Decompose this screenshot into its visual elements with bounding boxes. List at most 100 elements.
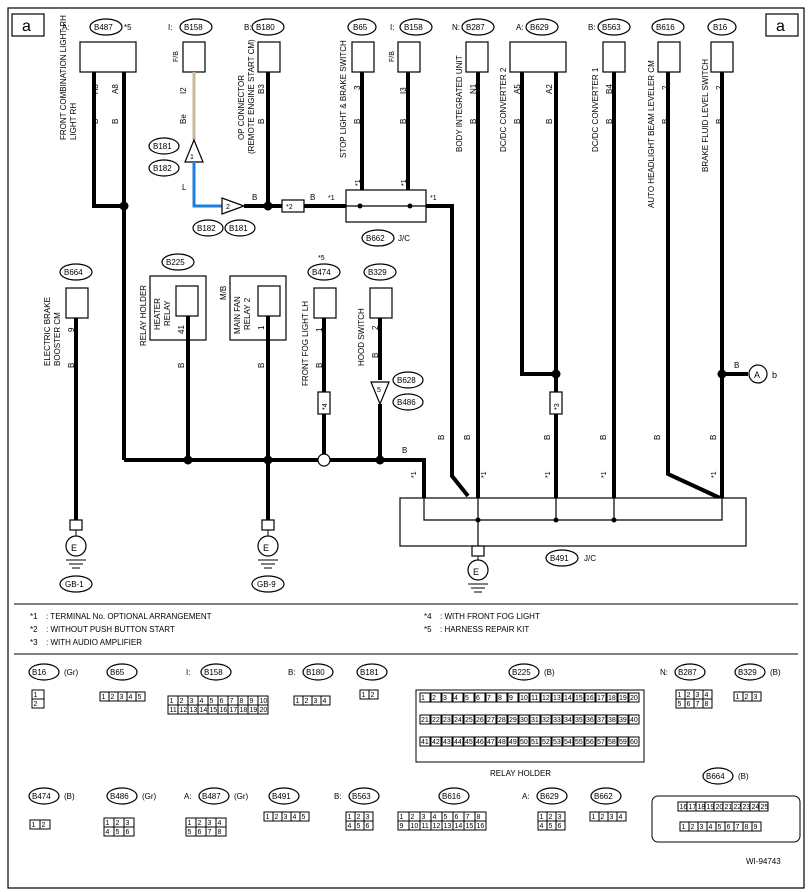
b487-tag[interactable]: [89, 18, 123, 36]
b182-tag-bottom[interactable]: [192, 219, 224, 237]
b628-id: B628: [397, 376, 416, 385]
b474-connector[interactable]: [313, 287, 337, 319]
b16-connector[interactable]: [710, 41, 734, 73]
b491-tag[interactable]: [545, 549, 579, 567]
view-pin-2: 7: [230, 698, 234, 705]
b662-tag[interactable]: [361, 229, 395, 247]
mb-connector[interactable]: [257, 285, 281, 317]
b563-prefix: B:: [588, 23, 596, 32]
b181-connector-arrow[interactable]: [184, 138, 204, 163]
b225-tag[interactable]: [161, 253, 195, 271]
ground-gb1-tag[interactable]: [59, 575, 93, 593]
view-prefix-2: I:: [186, 668, 190, 677]
b180-tag[interactable]: [251, 18, 285, 36]
page-marker-right[interactable]: [765, 13, 799, 37]
b65-connector[interactable]: [351, 41, 375, 73]
view-label-2: B158: [204, 668, 223, 677]
view-tag-12[interactable]: [348, 787, 380, 805]
b664-tag[interactable]: [59, 263, 93, 281]
relay-holder-pin-cell: [584, 692, 596, 703]
view-tag-10[interactable]: [198, 787, 230, 805]
ground-gb9-tag[interactable]: [251, 575, 285, 593]
view-tag-9[interactable]: [106, 787, 138, 805]
b616-pin: 2: [661, 85, 670, 90]
view-tag-11[interactable]: [268, 787, 300, 805]
splice-b487: [119, 201, 129, 211]
b158b-tag[interactable]: [399, 18, 433, 36]
ground-jc[interactable]: [467, 545, 489, 593]
b664-connector[interactable]: [65, 287, 89, 319]
relay-holder-pin-cell: [474, 692, 486, 703]
b181-tag-top[interactable]: [148, 137, 180, 155]
view-pin-16: 21: [725, 804, 733, 811]
view-tag-7[interactable]: [734, 663, 766, 681]
view-tag-0[interactable]: [28, 663, 60, 681]
b329-connector[interactable]: [369, 287, 393, 319]
view-pin-2: 5: [210, 698, 214, 705]
mb-label: M/B: [219, 286, 228, 300]
view-tag-1[interactable]: [106, 663, 138, 681]
view-label-6: B287: [678, 668, 697, 677]
b158b-connector[interactable]: [397, 41, 421, 73]
view-tag-3[interactable]: [302, 663, 334, 681]
wire-b662-b-label: B: [437, 435, 446, 440]
view-pin-1: 3: [120, 694, 124, 701]
b180-connector[interactable]: [257, 41, 281, 73]
b181-tag-bottom[interactable]: [224, 219, 256, 237]
b487-connector[interactable]: [79, 41, 137, 73]
b158-tag[interactable]: [179, 18, 213, 36]
view-tag-13[interactable]: [438, 787, 470, 805]
b474-tag[interactable]: [307, 263, 341, 281]
b16-wire: B: [715, 119, 724, 124]
b182-tag-top[interactable]: [148, 159, 180, 177]
relay-holder-pin-cell: [507, 714, 519, 725]
b629-pin-a2: A2: [545, 84, 554, 94]
b486-tag[interactable]: [392, 393, 424, 411]
b158b-prefix: I:: [390, 23, 394, 32]
b287-tag[interactable]: [461, 18, 495, 36]
b287-connector[interactable]: [465, 41, 489, 73]
relay-holder-pin-cell: [529, 692, 541, 703]
ground-gb9[interactable]: [257, 519, 279, 569]
mark-2: *2: [286, 204, 293, 211]
offpage-connector[interactable]: [748, 364, 768, 384]
b180-wire: B: [257, 119, 266, 124]
view-pin-1: 4: [129, 694, 133, 701]
b65-tag[interactable]: [347, 18, 377, 36]
b329-tag[interactable]: [363, 263, 397, 281]
b287-wire: B: [469, 119, 478, 124]
b563-connector[interactable]: [602, 41, 626, 73]
b629-connector[interactable]: [509, 41, 567, 73]
b182-connector-arrow[interactable]: [221, 197, 246, 215]
ground-gb1[interactable]: [65, 519, 87, 569]
b563-tag[interactable]: [597, 18, 631, 36]
view-tag-2[interactable]: [200, 663, 232, 681]
b616-connector[interactable]: [657, 41, 681, 73]
b628-tag[interactable]: [392, 371, 424, 389]
b491-node-3: [611, 517, 617, 523]
page-marker-left[interactable]: [11, 13, 45, 37]
splice-b225: [183, 455, 193, 465]
view-tag-14[interactable]: [536, 787, 568, 805]
b158-connector[interactable]: [182, 41, 206, 73]
note-5-mark: *5: [424, 625, 432, 634]
view-tag-16[interactable]: [702, 767, 734, 785]
view-tag-6[interactable]: [674, 663, 706, 681]
view-tag-8[interactable]: [28, 787, 60, 805]
b616-tag[interactable]: [651, 18, 685, 36]
relay-holder-pin: 16: [586, 695, 594, 702]
view-tag-4[interactable]: [356, 663, 388, 681]
view-pin-13: 7: [466, 814, 470, 821]
b16-tag[interactable]: [707, 18, 737, 36]
b629-tag[interactable]: [525, 18, 559, 36]
ground-bus-right: [330, 458, 426, 498]
b491-junction[interactable]: [399, 497, 747, 547]
b65-wire: B: [353, 119, 362, 124]
relay-holder-pin: 1: [421, 695, 425, 702]
view-tag-5[interactable]: [508, 663, 540, 681]
view-pin-6: 5: [678, 701, 682, 708]
b628-connector-arrow[interactable]: [370, 381, 390, 406]
b225-connector[interactable]: [175, 285, 199, 317]
view-tag-15[interactable]: [590, 787, 622, 805]
view-pin-12: 4: [348, 823, 352, 830]
